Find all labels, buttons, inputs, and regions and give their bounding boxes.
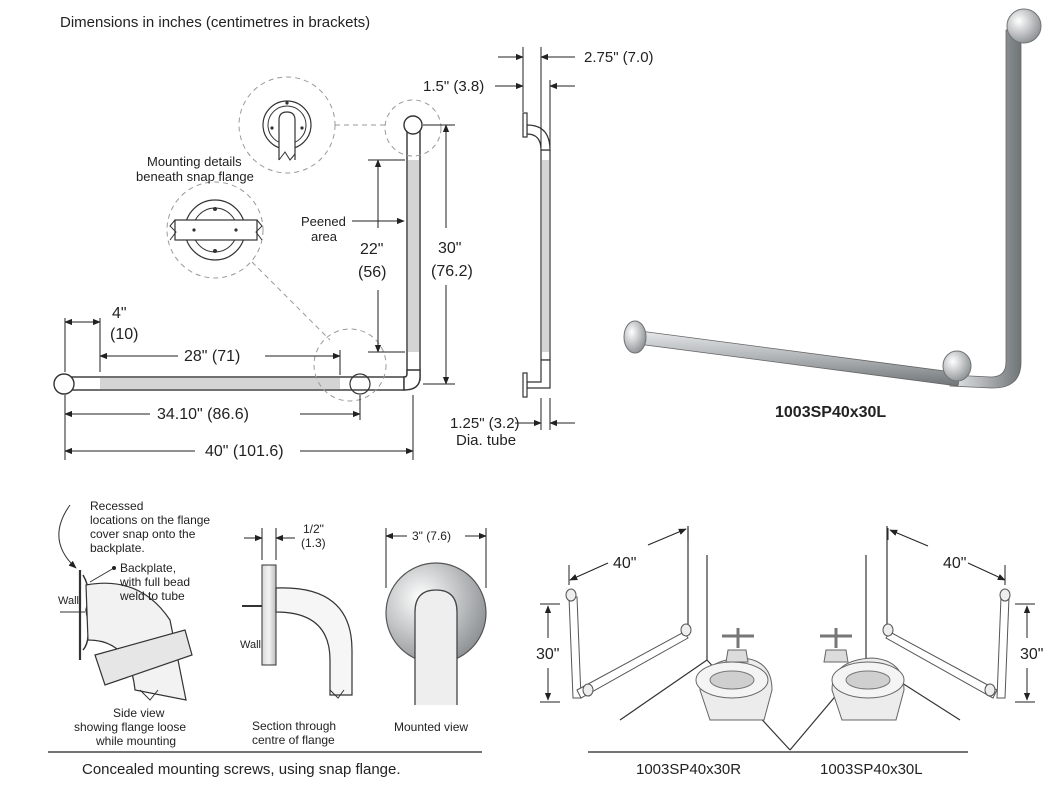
- section-caption-2: centre of flange: [252, 733, 335, 747]
- backplate-label: Backplate,: [120, 561, 176, 575]
- install-right: [540, 526, 791, 751]
- mounted-view: [385, 528, 487, 705]
- middle-flange: [349, 373, 371, 395]
- wall-label-2: Wall: [240, 639, 261, 651]
- plan-view: Mounting details beneath snap flange Pee…: [53, 76, 473, 460]
- flange-cover-detail: [262, 100, 312, 161]
- peened-label: Peened: [301, 214, 346, 229]
- side-flange-bottom: [522, 372, 528, 398]
- recessed-label: Recessed: [90, 499, 143, 513]
- half-inch-label: 1/2": [303, 522, 324, 536]
- page-title: Dimensions in inches (centimetres in bra…: [60, 14, 370, 31]
- mounting-details: Recessed locations on the flange cover s…: [48, 499, 487, 778]
- side-view: 2.75" (7.0) 1.5" (3.8) 1.25" (3.2) Dia. …: [423, 47, 654, 449]
- left-flange: [53, 373, 75, 395]
- mounted-caption: Mounted view: [394, 720, 468, 734]
- top-flange: [403, 115, 423, 135]
- detail-circle-top-flange: [384, 99, 442, 157]
- installation-views: 40" 30" 40": [536, 526, 1043, 778]
- recessed-label-4: backplate.: [90, 541, 145, 555]
- section-view: [242, 528, 353, 699]
- product-render: 1003SP40x30L: [623, 8, 1042, 421]
- install-l-30: 30": [1020, 646, 1043, 663]
- dim-1-5: 1.5" (3.8): [423, 78, 484, 95]
- peened-area-horizontal: [100, 378, 340, 389]
- dia-3-label: 3" (7.6): [412, 529, 451, 543]
- side-view-caption: Side view: [113, 706, 165, 720]
- backplate-detail: [169, 199, 263, 261]
- dim-40: 40" (101.6): [205, 443, 284, 460]
- dim-22-cm: (56): [358, 264, 386, 281]
- detail-circle-middle-flange: [313, 328, 387, 402]
- dim-2-75: 2.75" (7.0): [584, 49, 654, 66]
- install-r-caption: 1003SP40x30R: [636, 761, 741, 778]
- render-vertical-tube: [949, 29, 1022, 389]
- dim-4-in: 4": [112, 305, 127, 322]
- install-r-30: 30": [536, 646, 559, 663]
- side-view-flange-loose: [58, 504, 193, 701]
- mounting-footer: Concealed mounting screws, using snap fl…: [82, 761, 401, 778]
- install-l-40: 40": [943, 555, 966, 572]
- install-left: [789, 526, 1035, 751]
- dim-30-cm: (76.2): [431, 263, 473, 280]
- peened-area-vertical: [408, 160, 419, 352]
- side-view-caption-2: showing flange loose: [74, 720, 186, 734]
- render-left-flange: [623, 320, 647, 354]
- dim-34: 34.10" (86.6): [157, 406, 249, 423]
- side-view-caption-3: while mounting: [95, 734, 176, 748]
- install-l-caption: 1003SP40x30L: [820, 761, 923, 778]
- dim-22-in: 22": [360, 241, 383, 258]
- mounting-details-label-2: beneath snap flange: [136, 169, 254, 184]
- dim-28: 28" (71): [184, 348, 240, 365]
- dia-tube-label: Dia. tube: [456, 432, 516, 449]
- wall-label-1: Wall: [58, 595, 79, 607]
- render-middle-flange: [942, 350, 972, 382]
- detail-circle-backplate: [166, 181, 264, 279]
- mounting-details-label: Mounting details: [147, 154, 242, 169]
- product-model-label: 1003SP40x30L: [775, 404, 886, 421]
- recessed-label-3: cover snap onto the: [90, 527, 196, 541]
- render-horizontal-tube: [637, 330, 961, 387]
- dim-4-cm: (10): [110, 326, 138, 343]
- dim-1-25: 1.25" (3.2): [450, 415, 520, 432]
- recessed-label-2: locations on the flange: [90, 513, 210, 527]
- install-r-40: 40": [613, 555, 636, 572]
- render-top-flange: [1006, 8, 1042, 44]
- side-flange-top: [522, 112, 528, 138]
- peened-label-2: area: [311, 229, 338, 244]
- backplate-label-3: weld to tube: [119, 589, 185, 603]
- section-caption: Section through: [252, 719, 336, 733]
- bar-elbow: [403, 369, 421, 391]
- half-inch-cm: (1.3): [301, 536, 326, 550]
- backplate-label-2: with full bead: [119, 575, 190, 589]
- dim-30-in: 30": [438, 240, 461, 257]
